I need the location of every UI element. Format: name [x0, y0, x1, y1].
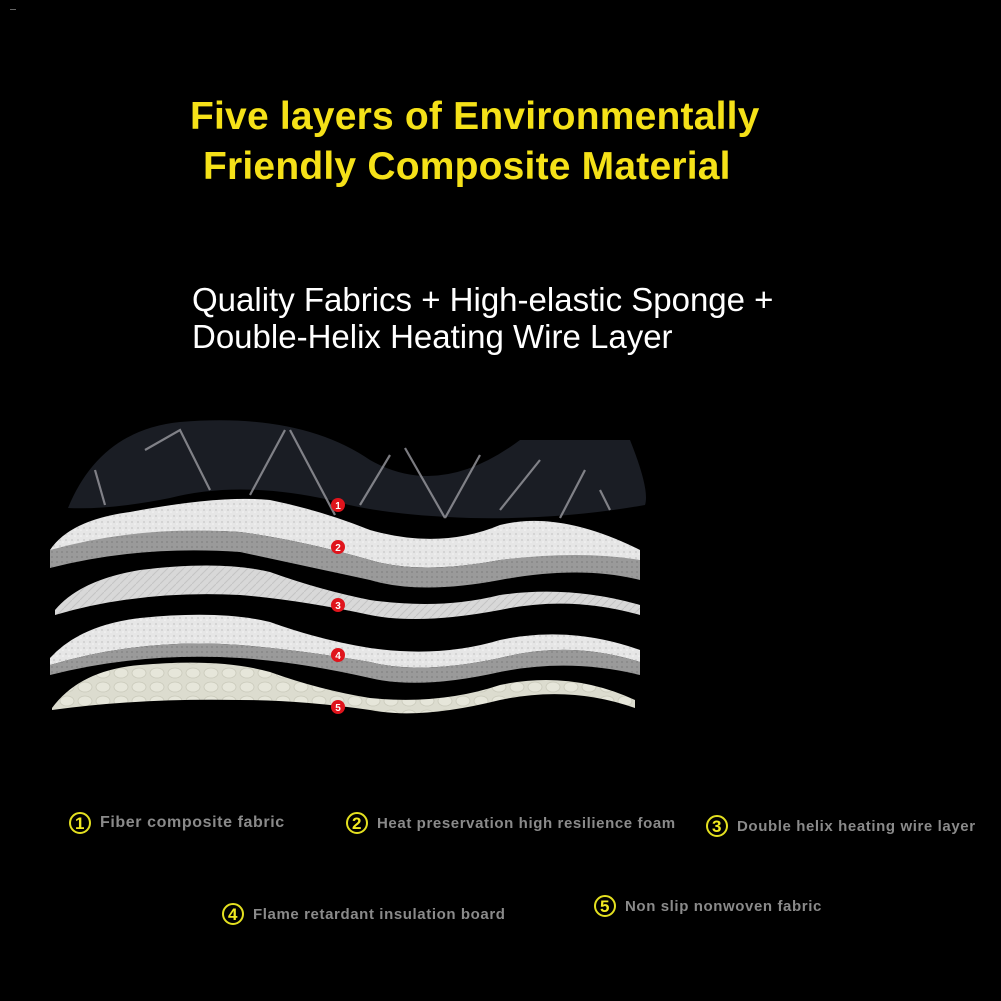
- title-line-2: Friendly Composite Material: [203, 145, 731, 188]
- svg-text:1: 1: [335, 501, 341, 512]
- marker-4: 4: [331, 648, 345, 662]
- legend-item-4: 4 Flame retardant insulation board: [222, 903, 506, 925]
- svg-text:3: 3: [335, 601, 341, 612]
- legend-label-5: Non slip nonwoven fabric: [625, 897, 822, 915]
- marker-5: 5: [331, 700, 345, 714]
- layer-1-fiber-fabric: [68, 420, 646, 519]
- legend-label-3: Double helix heating wire layer: [737, 817, 976, 835]
- layer-5-nonwoven-fabric: [52, 662, 635, 714]
- number-2-icon: 2: [346, 812, 368, 834]
- subtitle-line-2: Double-Helix Heating Wire Layer: [192, 318, 673, 355]
- number-4-icon: 4: [222, 903, 244, 925]
- svg-text:5: 5: [335, 703, 341, 714]
- legend-item-1: 1 Fiber composite fabric: [69, 812, 285, 834]
- layer-2-foam: [50, 498, 640, 588]
- subtitle: Quality Fabrics + High-elastic Sponge + …: [192, 281, 773, 355]
- marker-3: 3: [331, 598, 345, 612]
- layer-4-insulation-board: [50, 614, 640, 683]
- page-title: Five layers of Environmentally Friendly …: [190, 92, 760, 192]
- legend-label-1: Fiber composite fabric: [100, 814, 285, 831]
- subtitle-line-1: Quality Fabrics + High-elastic Sponge +: [192, 281, 774, 318]
- svg-text:4: 4: [335, 651, 341, 662]
- number-5-icon: 5: [594, 895, 616, 917]
- number-3-icon: 3: [706, 815, 728, 837]
- legend-item-2: 2 Heat preservation high resilience foam: [346, 812, 676, 834]
- legend-label-2: Heat preservation high resilience foam: [377, 814, 676, 832]
- layer-3-heating-wire: [55, 565, 640, 619]
- title-line-1: Five layers of Environmentally: [190, 95, 760, 138]
- legend-item-3: 3 Double helix heating wire layer: [706, 815, 976, 837]
- marker-2: 2: [331, 540, 345, 554]
- legend-item-5: 5 Non slip nonwoven fabric: [594, 895, 822, 917]
- svg-text:2: 2: [335, 543, 341, 554]
- layer-stack-illustration: 1 2 3 4 5: [50, 420, 646, 714]
- artifact-speck: [10, 9, 16, 10]
- number-1-icon: 1: [69, 812, 91, 834]
- marker-1: 1: [331, 498, 345, 512]
- legend-label-4: Flame retardant insulation board: [253, 905, 506, 923]
